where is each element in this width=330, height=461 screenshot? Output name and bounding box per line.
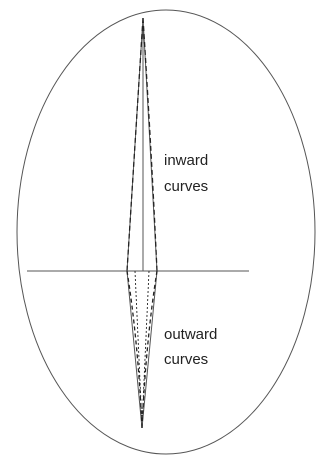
upper-label-line1: inward — [164, 152, 208, 169]
lower-label-line1: outward — [164, 326, 217, 343]
lower-inner-dotted — [134, 270, 150, 426]
lower-outward-curve-left — [126, 270, 143, 429]
lower-outward-curve-right — [141, 270, 158, 429]
lower-label-line2: curves — [164, 351, 208, 368]
lower-spindle-solid — [126, 270, 158, 429]
outer-ellipse — [16, 9, 316, 455]
upper-label-line2: curves — [164, 178, 208, 195]
upper-inward-curve-right — [142, 17, 158, 272]
upper-spindle-solid — [126, 17, 158, 272]
upper-inward-curve-left — [126, 17, 144, 272]
